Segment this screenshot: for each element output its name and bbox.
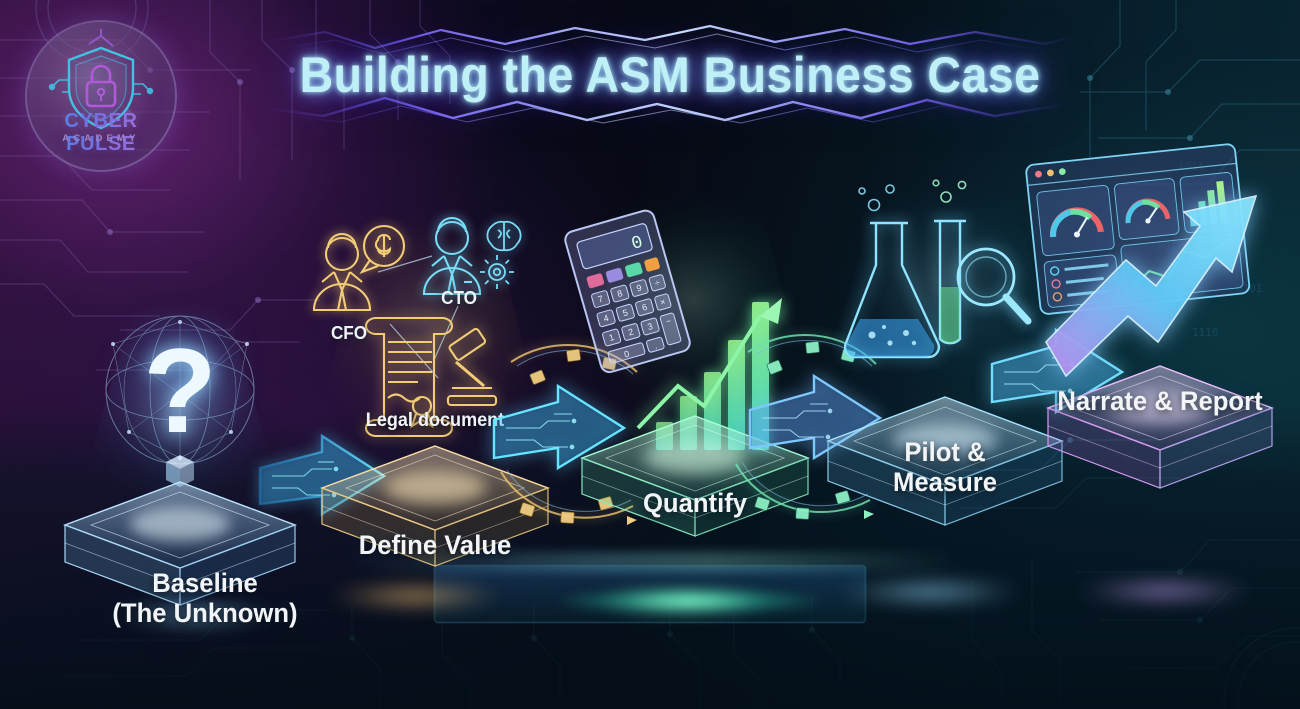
step-pilot-measure[interactable]: Pilot & Measure [810, 175, 1080, 555]
brain-icon [486, 220, 522, 252]
gauge-icon [1113, 178, 1180, 240]
platform-slab [579, 415, 811, 537]
shield-lock-icon [48, 29, 154, 130]
svg-text:×: × [659, 296, 667, 307]
svg-text:0: 0 [623, 348, 631, 359]
svg-text:4: 4 [602, 313, 610, 324]
step-baseline-label: Baseline (The Unknown) [112, 568, 298, 629]
cto-person-icon [422, 217, 482, 296]
legal-document-label: Legal document [365, 410, 505, 431]
growth-arrow-icon [1045, 194, 1258, 378]
data-cube-icon [166, 455, 194, 487]
step-narrate-report-label: Narrate & Report [1057, 386, 1263, 416]
svg-text:?: ? [143, 324, 216, 458]
svg-text:0: 0 [629, 233, 645, 255]
floor-horizon-glow [560, 588, 820, 614]
test-tube-liquid [940, 287, 960, 344]
cfo-label: CFO [330, 323, 368, 343]
flask-liquid [845, 319, 935, 357]
step-quantify-label: Quantify [642, 488, 748, 518]
legal-scroll-icon [364, 316, 454, 438]
gauge-icon [1036, 184, 1115, 257]
platform-slab [1046, 365, 1274, 489]
svg-text:.: . [653, 341, 658, 351]
question-mark-icon: ? [143, 324, 216, 458]
arrow-define-to-quantify [492, 383, 627, 471]
trend-up-arrow-icon [636, 314, 762, 430]
step-define-value-label: Define Value [358, 530, 512, 560]
step-pilot-measure-label: Pilot & Measure [892, 437, 998, 498]
logo-subtitle: ACADEMY [62, 133, 140, 144]
magnifier-icon [956, 247, 1032, 325]
svg-text:7: 7 [597, 294, 605, 305]
floor-spot-narrate [1080, 580, 1250, 602]
gear-icon [480, 255, 514, 289]
title-banner: Building the ASM Business Case [255, 24, 1085, 124]
svg-text:3: 3 [646, 321, 654, 332]
gavel-icon [446, 327, 498, 407]
svg-text:−: − [664, 316, 672, 327]
platform-slab [63, 481, 297, 606]
logo-wordmark: CYBER PULSE [27, 110, 175, 156]
platform-slab [319, 445, 551, 567]
step-baseline[interactable]: ? Baseline (The Unknown) [55, 300, 355, 650]
svg-text:8: 8 [616, 288, 624, 299]
cto-label: CTO [441, 288, 477, 308]
floor-spot-quantify [600, 590, 770, 612]
svg-text:5: 5 [622, 307, 630, 318]
step-narrate-report[interactable]: Narrate & Report [1020, 130, 1300, 510]
svg-text:1: 1 [608, 332, 616, 343]
svg-text:6: 6 [641, 302, 649, 313]
dollar-bubble-icon [359, 224, 406, 275]
svg-text:÷: ÷ [654, 277, 662, 288]
bubbles-icon [858, 184, 917, 346]
page-title: Building the ASM Business Case [299, 47, 1041, 103]
step-define-value[interactable]: CFO CTO Legal document Define Value [300, 210, 570, 610]
brand-logo[interactable]: CYBER PULSE ACADEMY [27, 22, 175, 170]
calculator-icon: 0 789 ÷ 4 56 × [564, 209, 691, 374]
cfo-person-icon [312, 233, 372, 312]
svg-text:9: 9 [635, 283, 643, 294]
floor-spot-pilot [840, 580, 1020, 604]
svg-text:2: 2 [627, 327, 635, 338]
platform-slab [826, 396, 1064, 526]
